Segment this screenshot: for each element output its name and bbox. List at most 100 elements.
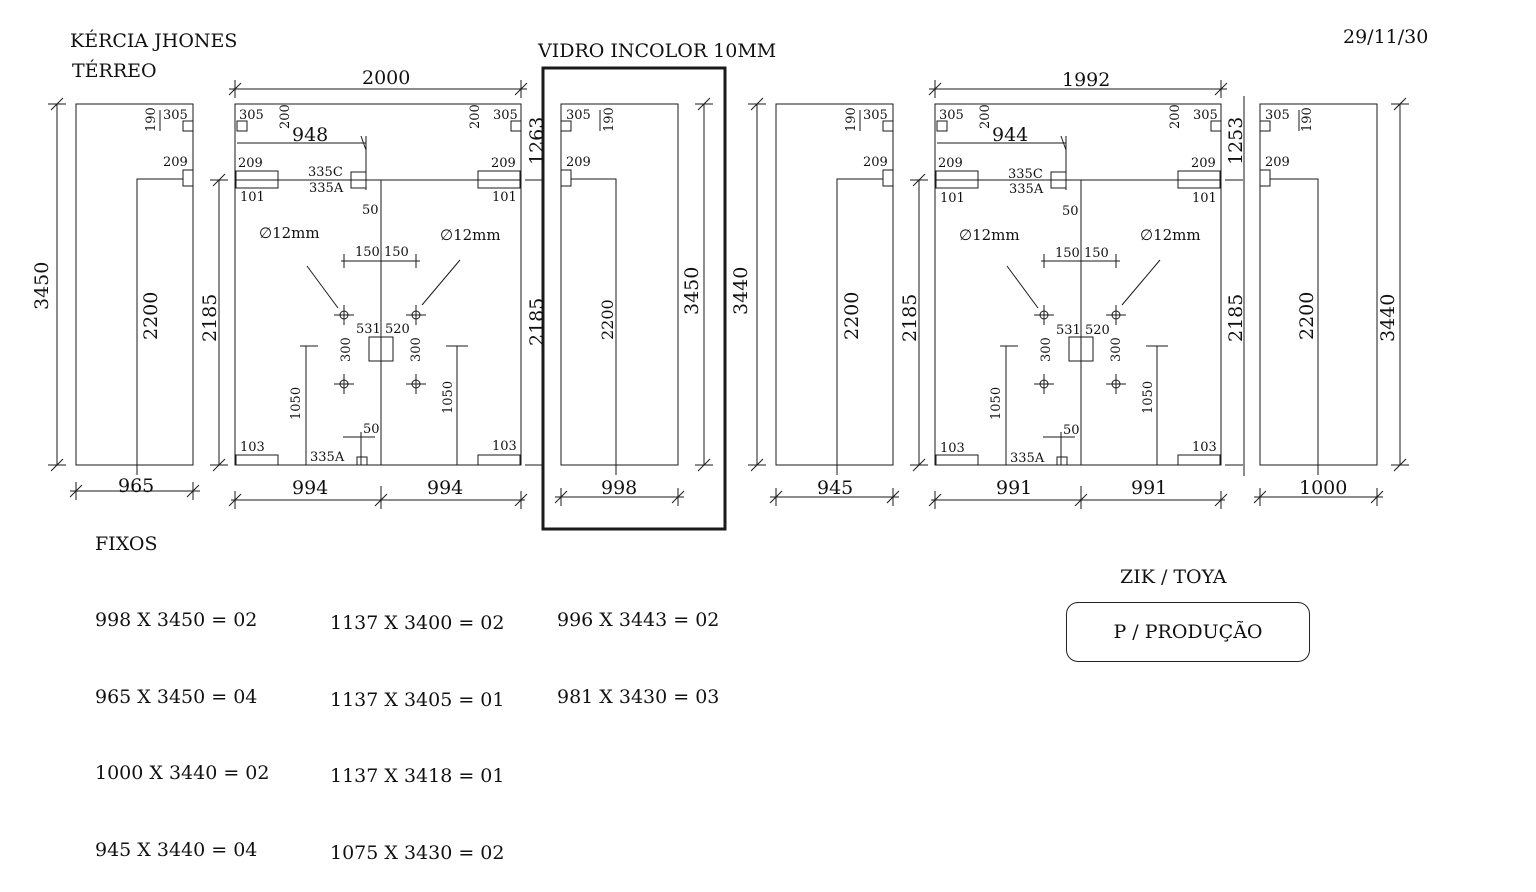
glass-spec: VIDRO INCOLOR 10MM [538, 40, 777, 62]
p5-corner-h-right: 200 [1168, 104, 1183, 129]
p4-inner-height: 2200 [841, 292, 863, 340]
p2-corner-w-left: 305 [239, 108, 264, 123]
p1-inner-height: 2200 [140, 292, 162, 340]
panel-4: 945 3440 2200 305 190 209 [730, 97, 900, 506]
p2-lock-a: 335C [308, 165, 343, 180]
p2-floor-pivot-left: 103 [240, 440, 265, 455]
p2-dim-1050-right: 1050 [441, 381, 456, 414]
p2-hole-label-left: ∅12mm [259, 224, 320, 242]
drawing-date: 29/11/30 [1343, 26, 1429, 48]
p5-dim-520: 520 [1085, 323, 1110, 338]
p2-right-half: 994 [427, 477, 463, 499]
p6-hole: 209 [1265, 155, 1290, 170]
summary-line: 998 X 3450 = 02 [95, 609, 258, 631]
p2-hinge-depth-left: 101 [240, 190, 265, 205]
p5-lock-b: 335A [1009, 182, 1044, 197]
summary-line: 1137 X 3405 = 01 [330, 688, 505, 711]
p5-lock-a: 335C [1008, 167, 1043, 182]
panel-2: 2000 994 994 948 2185 305 200 305 200 20… [199, 67, 543, 509]
p5-bottom-gap: 50 [1063, 423, 1080, 438]
p2-hinge-left: 209 [238, 156, 263, 171]
summary-line: 1137 X 3418 = 01 [330, 765, 505, 787]
p3-hole: 209 [566, 155, 591, 170]
summary-line: 981 X 3430 = 03 [557, 685, 720, 708]
p5-hinge-depth-right: 101 [1192, 191, 1217, 206]
summary-col-2: 1137 X 3400 = 02 1137 X 3405 = 01 1137 X… [330, 560, 505, 892]
p5-right-half: 991 [1131, 477, 1167, 499]
p2-hinge-depth-right: 101 [492, 190, 517, 205]
p2-dim-300-left: 300 [339, 337, 354, 362]
p6-notch-w: 305 [1265, 108, 1290, 123]
p5-dim-1050-left: 1050 [989, 387, 1004, 420]
p4-notch-w: 305 [863, 108, 888, 123]
p5-corner-h-left: 200 [978, 104, 993, 129]
p3-inner-height: 2200 [598, 299, 617, 340]
p2-top-offset: 948 [292, 124, 328, 146]
p4-notch-h: 190 [844, 107, 859, 132]
p1-height: 3450 [31, 262, 53, 310]
summary-line: 965 X 3450 = 04 [95, 685, 258, 708]
p5-lock-gap: 50 [1062, 204, 1079, 219]
p2-dim-531: 531 [356, 322, 381, 337]
p5-hole-spacing-left: 150 [1055, 246, 1080, 261]
p5-height: 2185 [899, 294, 921, 342]
client-tag: ZIK / TOYA [1120, 566, 1227, 588]
p5-hole-label-left: ∅12mm [959, 226, 1020, 244]
p2-corner-w-right: 305 [493, 108, 518, 123]
p2-hinge-right: 209 [491, 156, 516, 171]
p5-bottom-lock: 335A [1010, 451, 1045, 466]
summary-title: FIXOS [95, 533, 158, 555]
p2-dim-1050-left: 1050 [289, 387, 304, 420]
panel-6: 1000 3440 2185 1253 2200 305 190 209 [1225, 96, 1409, 506]
summary-line: 996 X 3443 = 02 [557, 609, 720, 631]
p5-floor-pivot-right: 103 [1192, 440, 1217, 455]
p5-hinge-right: 209 [1191, 156, 1216, 171]
p1-notch-h: 190 [144, 107, 159, 132]
p2-bottom-lock: 335A [310, 450, 345, 465]
p1-hole: 209 [163, 155, 188, 170]
p5-hinge-left: 209 [938, 156, 963, 171]
p3-left-height: 2185 [526, 298, 548, 346]
p4-height: 3440 [730, 267, 752, 315]
p2-lock-b: 335A [309, 181, 344, 196]
p5-hole-label-right: ∅12mm [1140, 226, 1201, 244]
client-name: KÉRCIA JHONES [70, 30, 238, 52]
panel-1: 965 3450 2200 305 190 209 [31, 97, 200, 500]
p6-inner-height: 2200 [1296, 292, 1318, 340]
p3-height: 3450 [681, 267, 703, 315]
glass-panels-drawing: 965 3450 2200 305 190 209 [31, 66, 1409, 531]
p2-hole-spacing-left: 150 [355, 245, 380, 260]
p3-top: 1263 [526, 117, 548, 165]
p2-height: 2185 [199, 294, 221, 342]
p5-hinge-depth-left: 101 [940, 191, 965, 206]
p1-width: 965 [118, 475, 154, 497]
p5-dim-531: 531 [1056, 323, 1081, 338]
p4-width: 945 [817, 477, 853, 499]
p5-top-offset: 944 [992, 124, 1028, 146]
p5-corner-w-right: 305 [1193, 108, 1218, 123]
p5-hole-spacing-right: 150 [1084, 246, 1109, 261]
p2-left-half: 994 [292, 477, 328, 499]
p2-dim-300-right: 300 [409, 337, 424, 362]
p5-dim-300-right: 300 [1109, 337, 1124, 362]
production-stamp: P / PRODUÇÃO [1066, 602, 1310, 662]
p3-width: 998 [601, 477, 637, 499]
p5-left-half: 991 [996, 477, 1032, 499]
summary-col-3: 996 X 3443 = 02 981 X 3430 = 03 [557, 557, 719, 736]
p6-height: 3440 [1377, 294, 1399, 342]
p5-floor-pivot-left: 103 [940, 441, 965, 456]
p5-corner-w-left: 305 [939, 108, 964, 123]
summary-line: 1137 X 3400 = 02 [330, 612, 505, 634]
panel-3: 998 3450 2185 1263 305 190 209 2200 [526, 66, 727, 531]
p2-hole-spacing-right: 150 [384, 245, 409, 260]
panel-5: 1992 991 991 944 2185 305 200 305 200 20… [899, 69, 1243, 509]
p6-left-height: 2185 [1225, 294, 1247, 342]
p2-corner-h-right: 200 [468, 104, 483, 129]
p2-dim-520: 520 [385, 322, 410, 337]
p1-notch-w: 305 [163, 108, 188, 123]
summary-col-1: 998 X 3450 = 02 965 X 3450 = 04 1000 X 3… [95, 557, 270, 889]
p6-top: 1253 [1225, 117, 1247, 165]
floor-label: TÉRREO [72, 60, 157, 82]
p5-width: 1992 [1062, 69, 1110, 91]
p4-hole: 209 [863, 155, 888, 170]
